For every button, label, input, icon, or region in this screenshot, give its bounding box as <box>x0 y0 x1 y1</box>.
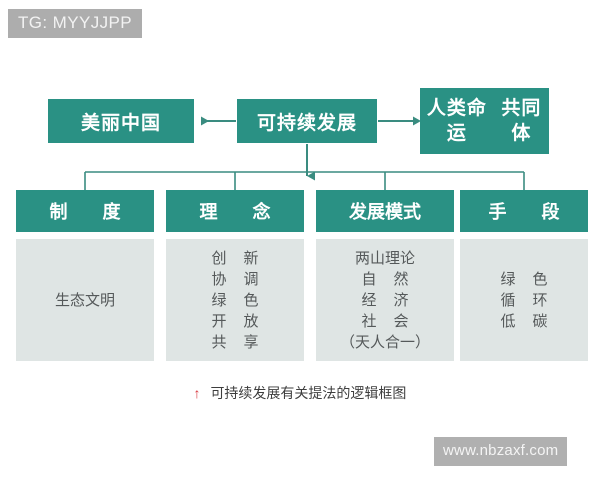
column-body-concept: 创新协调绿色开放共享 <box>166 239 304 361</box>
tg-watermark-tag: TG: MYYJJPP <box>8 9 142 38</box>
column-row-glyph: 济 <box>393 291 409 309</box>
column-row: 共享 <box>203 332 267 353</box>
column-row-glyph: 创 <box>211 249 227 267</box>
column-body-development-model: 两山理论自然经济社会（天人合一） <box>316 239 454 361</box>
column-row-glyph: 色 <box>243 291 259 309</box>
column-row-glyph: 自 <box>361 270 377 288</box>
column-row-glyph: 协 <box>211 270 227 288</box>
column-row: 创新 <box>203 248 267 269</box>
site-watermark: www.nbzaxf.com <box>434 437 568 466</box>
column-row-glyph: 环 <box>532 291 548 309</box>
column-row: 社会 <box>353 311 417 332</box>
column-row: 自然 <box>353 269 417 290</box>
box-sustainable-development: 可持续发展 <box>237 99 377 143</box>
column-row: 绿色 <box>203 290 267 311</box>
column-row-glyph: 然 <box>393 270 409 288</box>
column-header-means: 手 段 <box>460 190 588 232</box>
column-row: （天人合一） <box>339 333 430 351</box>
column-row-glyph: 循 <box>500 291 516 309</box>
column-header-system: 制 度 <box>16 190 154 232</box>
box-beautiful-china-label: 美丽中国 <box>80 112 161 134</box>
column-row-glyph: 社 <box>361 312 377 330</box>
box-shared-future-of-mankind: 人类命运 共同体 <box>420 88 549 154</box>
up-arrow-icon: ↑ <box>193 385 201 401</box>
box-sustainable-development-label: 可持续发展 <box>256 112 357 134</box>
column-row-glyph: 绿 <box>211 291 227 309</box>
column-row: 开放 <box>203 311 267 332</box>
column-row: 生态文明 <box>54 291 115 309</box>
column-row: 循环 <box>492 290 556 311</box>
column-row-glyph: 低 <box>500 312 516 330</box>
column-row-glyph: 色 <box>532 270 548 288</box>
diagram-caption-text: 可持续发展有关提法的逻辑框图 <box>210 385 407 401</box>
column-row: 经济 <box>353 290 417 311</box>
diagram-caption: ↑ 可持续发展有关提法的逻辑框图 <box>0 383 600 403</box>
column-row-glyph: 放 <box>243 312 259 330</box>
box-shared-future-line2: 共同体 <box>501 98 542 144</box>
column-row: 绿色 <box>492 269 556 290</box>
column-row: 低碳 <box>492 311 556 332</box>
box-beautiful-china: 美丽中国 <box>48 99 194 143</box>
column-row: 协调 <box>203 269 267 290</box>
column-body-system: 生态文明 <box>16 239 154 361</box>
column-row-glyph: 共 <box>211 333 227 351</box>
box-shared-future-line1: 人类命运 <box>426 98 487 144</box>
column-row-glyph: 调 <box>243 270 259 288</box>
column-header-concept: 理 念 <box>166 190 304 232</box>
column-row-glyph: 经 <box>361 291 377 309</box>
column-row-glyph: 绿 <box>500 270 516 288</box>
column-row-glyph: 新 <box>243 249 259 267</box>
column-row-glyph: 碳 <box>532 312 548 330</box>
column-row: 两山理论 <box>354 249 415 267</box>
column-body-means: 绿色循环低碳 <box>460 239 588 361</box>
column-header-development-model: 发展模式 <box>316 190 454 232</box>
column-row-glyph: 会 <box>393 312 409 330</box>
column-row-glyph: 开 <box>211 312 227 330</box>
column-row-glyph: 享 <box>243 333 259 351</box>
